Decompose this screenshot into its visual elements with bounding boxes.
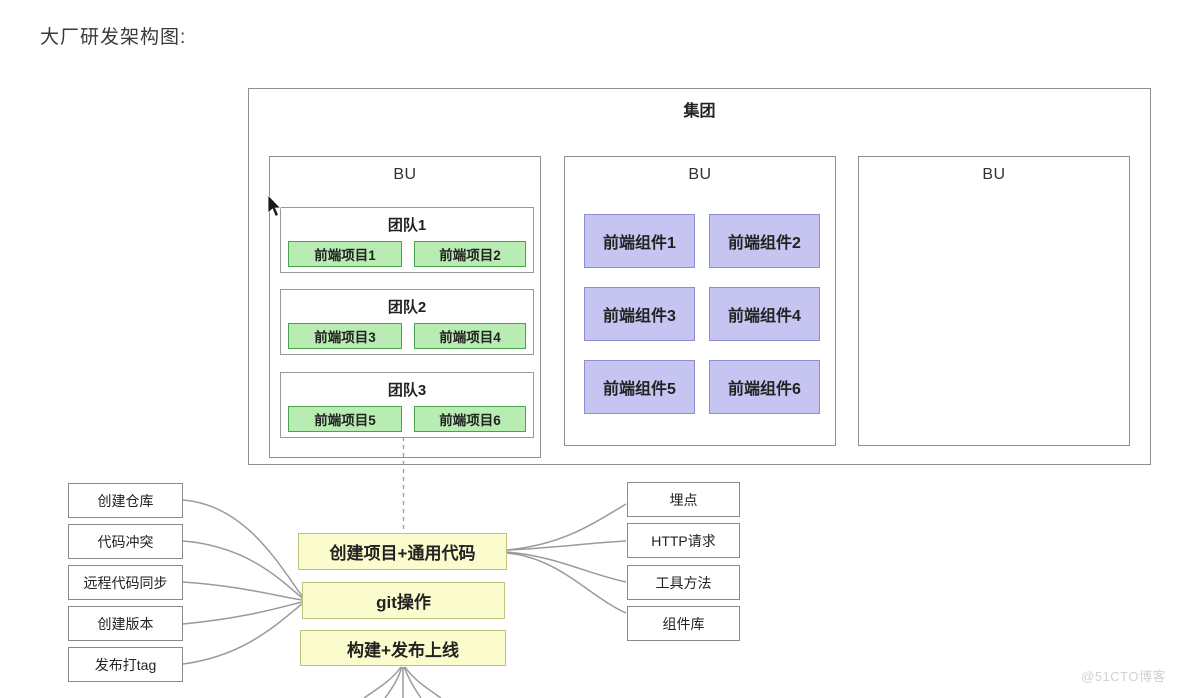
frontend-component-3: 前端组件3 [584, 287, 695, 341]
right-item-component-lib: 组件库 [627, 606, 740, 641]
frontend-project-1: 前端项目1 [288, 241, 402, 267]
curve-bottom-5 [404, 666, 442, 698]
right-item-http-request: HTTP请求 [627, 523, 740, 558]
curve-right-4 [506, 552, 627, 614]
frontend-project-6: 前端项目6 [414, 406, 526, 432]
center-item-create-project: 创建项目+通用代码 [298, 533, 507, 570]
center-item-build-release: 构建+发布上线 [300, 630, 506, 666]
team-box-1: 团队1 前端项目1 前端项目2 [280, 207, 534, 273]
team3-label: 团队3 [387, 382, 427, 399]
curve-left-4 [182, 601, 303, 625]
curve-right-1 [506, 503, 627, 551]
team-box-2: 团队2 前端项目3 前端项目4 [280, 289, 534, 355]
bu1-label: BU [393, 166, 417, 183]
team2-label: 团队2 [387, 299, 427, 316]
left-item-remote-sync: 远程代码同步 [68, 565, 183, 600]
curve-bottom-4 [403, 666, 422, 698]
left-item-create-version: 创建版本 [68, 606, 183, 641]
page-title: 大厂研发架构图: [40, 27, 187, 48]
curve-left-2 [182, 540, 303, 599]
team-box-3: 团队3 前端项目5 前端项目6 [280, 372, 534, 438]
bu-box-3: BU [858, 156, 1130, 446]
frontend-component-2: 前端组件2 [709, 214, 820, 268]
frontend-component-1: 前端组件1 [584, 214, 695, 268]
curve-right-2 [506, 540, 627, 551]
left-item-code-conflict: 代码冲突 [68, 524, 183, 559]
right-item-tracking: 埋点 [627, 482, 740, 517]
group-box: 集团 BU 团队1 前端项目1 前端项目2 团队2 前端项目3 前端项目4 团队… [248, 88, 1151, 465]
frontend-project-2: 前端项目2 [414, 241, 526, 267]
frontend-project-3: 前端项目3 [288, 323, 402, 349]
curve-right-3 [506, 551, 627, 583]
bu-box-1: BU 团队1 前端项目1 前端项目2 团队2 前端项目3 前端项目4 团队3 前… [269, 156, 541, 458]
group-label: 集团 [683, 103, 716, 120]
bu3-label: BU [982, 166, 1006, 183]
center-item-git-ops: git操作 [302, 582, 505, 619]
team1-label: 团队1 [387, 217, 427, 234]
watermark: @51CTO博客 [1081, 669, 1166, 684]
left-item-create-repo: 创建仓库 [68, 483, 183, 518]
right-item-util-methods: 工具方法 [627, 565, 740, 600]
frontend-project-4: 前端项目4 [414, 323, 526, 349]
frontend-component-6: 前端组件6 [709, 360, 820, 414]
curve-bottom-2 [384, 666, 403, 698]
left-item-release-tag: 发布打tag [68, 647, 183, 682]
bu-box-2: BU 前端组件1 前端组件2 前端组件3 前端组件4 前端组件5 前端组件6 [564, 156, 836, 446]
frontend-component-5: 前端组件5 [584, 360, 695, 414]
curve-left-5 [182, 603, 303, 665]
curve-left-1 [182, 499, 303, 597]
frontend-component-4: 前端组件4 [709, 287, 820, 341]
curve-left-3 [182, 581, 303, 601]
frontend-project-5: 前端项目5 [288, 406, 402, 432]
curve-bottom-1 [363, 666, 402, 698]
bu2-label: BU [688, 166, 712, 183]
